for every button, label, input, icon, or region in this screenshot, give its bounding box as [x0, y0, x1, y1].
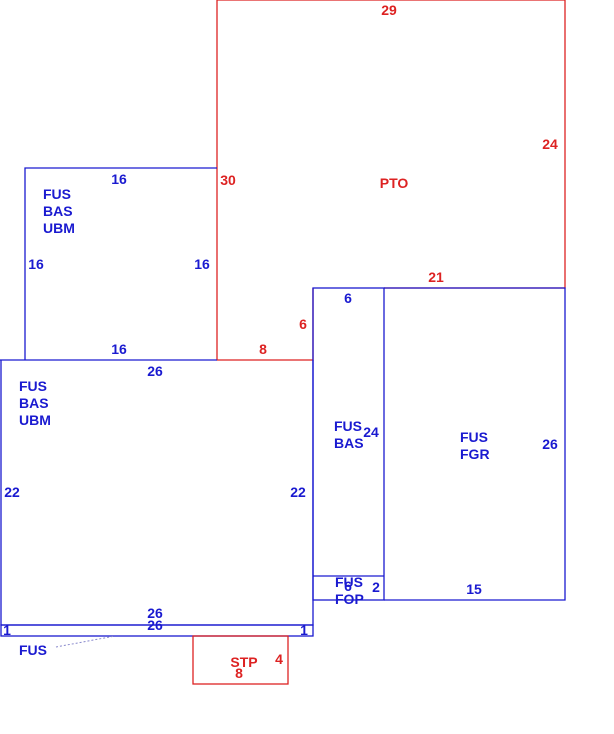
lower-left-dim-bottom: 26	[147, 605, 163, 621]
porch-dim-right: 2	[372, 579, 380, 595]
porch-dim-bottom: 6	[344, 578, 352, 594]
lower-left-dim-right: 22	[290, 484, 306, 500]
upper-left-dim-bottom: 16	[111, 341, 127, 357]
upper-left-dim-top: 16	[111, 171, 127, 187]
upper-left-dim-left: 16	[28, 256, 44, 272]
bottom-strip-dim-right: 1	[300, 622, 308, 638]
pto-dim-notch: 6	[299, 316, 307, 332]
pto-dim-top: 29	[381, 2, 397, 18]
porch-label-line-2: FOP	[335, 591, 364, 607]
pto-area: 29 24 30 PTO 21 6 8	[216, 0, 566, 361]
pto-label: PTO	[380, 175, 409, 191]
lower-left-dim-left: 22	[4, 484, 20, 500]
right-block-dim-right: 26	[542, 436, 558, 452]
center-strip-label-line-2: BAS	[334, 435, 364, 451]
upper-left-dim-right: 16	[194, 256, 210, 272]
lower-left-dim-top: 26	[147, 363, 163, 379]
center-strip-area: 6 FUS 24 BAS	[312, 287, 385, 601]
pto-dim-left: 30	[220, 172, 236, 188]
stoop-area: STP 4 8	[192, 635, 289, 685]
right-block-area: FUS 26 FGR 15	[384, 287, 566, 601]
upper-left-outline	[24, 167, 217, 360]
bottom-strip-dim-left: 1	[3, 622, 11, 638]
right-block-label-line-2: FGR	[460, 446, 490, 462]
upper-left-label-line-3: UBM	[43, 220, 75, 236]
center-strip-label-line-1: FUS	[334, 418, 362, 434]
bottom-strip-outline	[0, 624, 314, 637]
upper-left-label-line-1: FUS	[43, 186, 71, 202]
pto-dim-bottom-left: 8	[259, 341, 267, 357]
porch-area: FUS 6 2 FOP	[313, 574, 384, 607]
right-block-dim-bottom: 15	[466, 581, 482, 597]
center-strip-dim-right: 24	[363, 424, 379, 440]
bottom-strip-dim-bottom: 26	[147, 617, 163, 633]
stoop-dim-bottom: 8	[235, 665, 243, 681]
center-strip-outline	[312, 287, 385, 601]
lower-left-label-line-3: UBM	[19, 412, 51, 428]
lower-left-area: 26 FUS BAS UBM 22 22 26	[0, 359, 314, 626]
bottom-strip-label: FUS	[19, 642, 47, 658]
lower-left-label-line-1: FUS	[19, 378, 47, 394]
upper-left-area: 16 FUS BAS UBM 16 16 16	[24, 167, 217, 360]
upper-left-label-line-2: BAS	[43, 203, 73, 219]
porch-label-line-1: FUS	[335, 574, 363, 590]
stoop-label: STP	[230, 654, 257, 670]
lower-left-label-line-2: BAS	[19, 395, 49, 411]
pto-dim-bottom-right: 21	[428, 269, 444, 285]
bottom-strip-leader-line	[55, 635, 116, 648]
center-strip-dim-top: 6	[344, 290, 352, 306]
stoop-dim-right: 4	[275, 651, 283, 667]
bottom-strip-area: 26 1 1 FUS	[0, 617, 314, 658]
right-block-outline	[384, 287, 566, 601]
right-block-label-line-1: FUS	[460, 429, 488, 445]
pto-dim-right: 24	[542, 136, 558, 152]
stoop-outline	[192, 635, 289, 685]
